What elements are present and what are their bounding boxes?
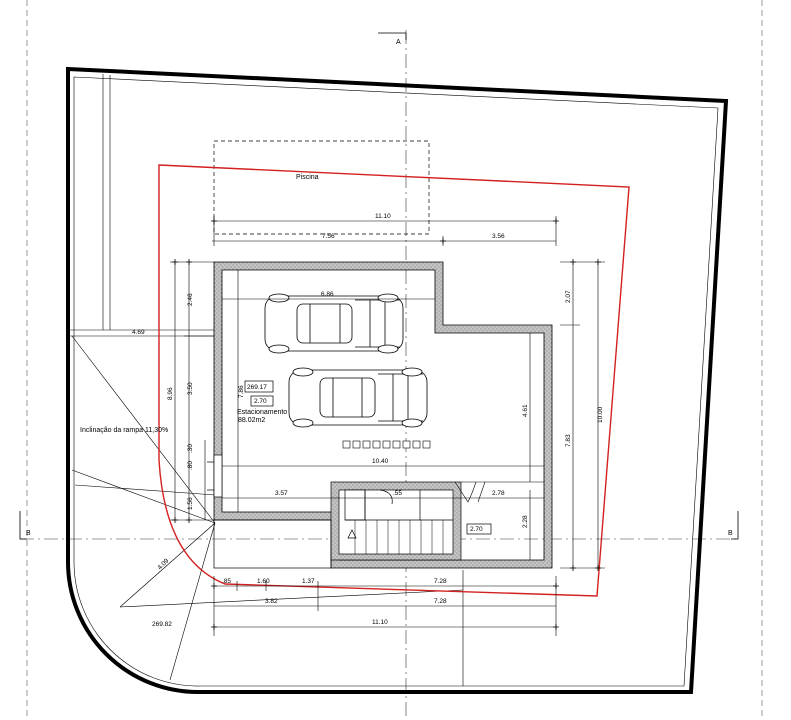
dim-left-total: 8.96 <box>167 387 174 400</box>
dim-top-total: 11.10 <box>375 213 391 220</box>
lower-room <box>213 519 332 569</box>
property-boundary <box>66 66 729 694</box>
construction-boundary <box>158 164 630 597</box>
level-4: 269.82 <box>152 621 172 628</box>
level-2: 2.70 <box>254 398 267 405</box>
dimension-lines <box>170 216 605 636</box>
dim-garage-inner: 6.86 <box>321 291 334 298</box>
dim-bottom-d: 7.28 <box>434 578 447 585</box>
stair-block <box>330 481 462 561</box>
dimension-labels: 11.10 7.56 3.56 6.86 10.40 3.57 .55 2.78… <box>132 213 604 626</box>
level-3: 2.70 <box>470 526 483 533</box>
dim-bottom-b: 1.60 <box>257 578 270 585</box>
dim-stair-left: 3.57 <box>275 490 288 497</box>
dim-left-ext: 4.69 <box>132 329 145 336</box>
car-icon <box>264 293 404 354</box>
dim-stair-right: 2.78 <box>492 490 505 497</box>
section-b-left-label: B <box>26 530 31 537</box>
dim-top-left: 7.56 <box>322 233 335 240</box>
dim-bottom-a: .85 <box>222 578 231 585</box>
dim-right-lower: 7.83 <box>565 434 572 447</box>
section-a-label: A <box>396 39 401 46</box>
dim-left-bottom: 1.56 <box>187 497 194 510</box>
dim-right-inner: 4.61 <box>522 404 529 417</box>
dim-bottom-total: 11.10 <box>372 619 388 626</box>
parking-area: 88.02m2 <box>238 417 265 424</box>
dim-bottom-e: 3.82 <box>265 598 278 605</box>
level-boxes <box>244 380 492 535</box>
dim-left-small-1: .30 <box>187 444 194 453</box>
parking-label: Estacionamento <box>237 409 287 416</box>
ramp-label: Inclinação da rampa 11,30% <box>80 427 168 434</box>
dim-bottom-f: 7.28 <box>434 598 447 605</box>
section-a-marker <box>378 32 407 40</box>
dim-left-1: 2.46 <box>187 293 194 306</box>
level-1: 269.17 <box>247 384 267 391</box>
site-lines <box>70 74 464 686</box>
dim-right-total: 10.00 <box>597 406 604 423</box>
car-icon <box>288 367 428 428</box>
section-b-right-label: B <box>728 530 733 537</box>
dim-stair-mid: .55 <box>393 490 402 497</box>
dim-width-inner: 10.40 <box>372 458 389 465</box>
dim-left-inner: 7.86 <box>238 385 245 398</box>
frame-dashed-lines <box>26 0 763 720</box>
dim-top-right: 3.56 <box>492 233 505 240</box>
dim-left-2: 3.50 <box>187 382 194 395</box>
section-b-markers <box>19 511 739 540</box>
tick-marks <box>172 218 601 630</box>
dim-left-small-2: .80 <box>187 461 194 470</box>
dim-right-stair: 2.28 <box>522 515 529 528</box>
dim-right-upper: 2.07 <box>565 290 572 303</box>
pool-outline <box>213 140 430 235</box>
garage-door <box>207 454 223 498</box>
pool-label: Piscina <box>296 174 319 181</box>
parking-grid <box>342 440 431 449</box>
dim-bottom-c: 1.37 <box>302 578 315 585</box>
